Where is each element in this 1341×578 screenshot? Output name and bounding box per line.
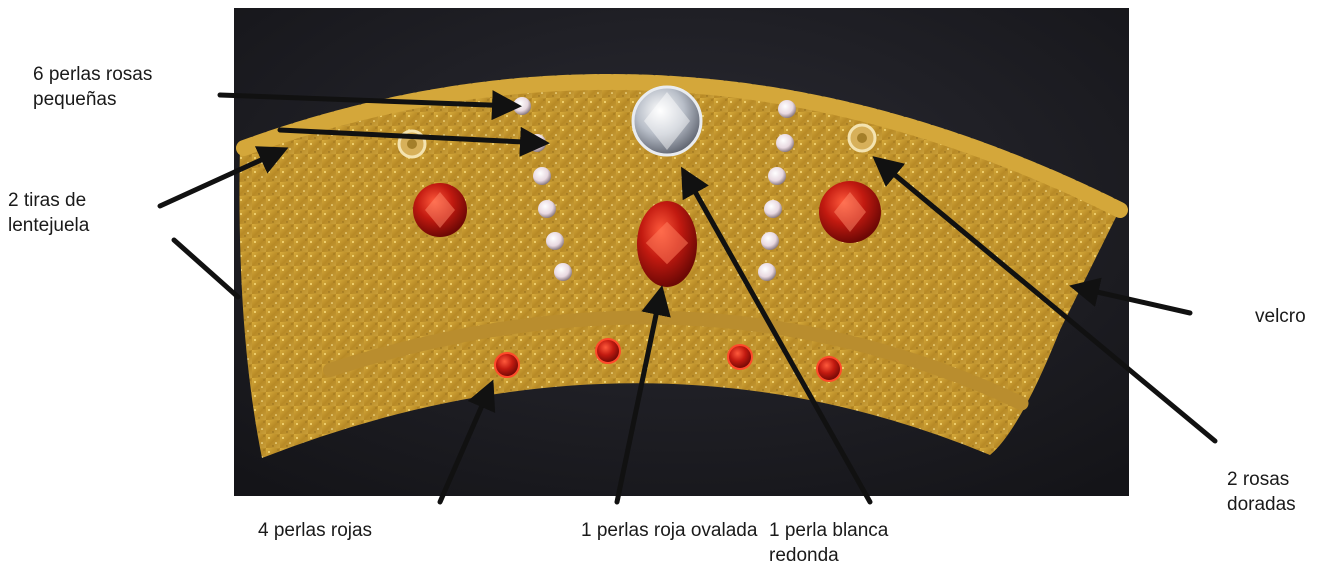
label-oval-red-pearl: 1 perlas roja ovalada [581,518,761,543]
label-velcro: velcro [1255,304,1335,329]
round-white-gem [633,87,701,155]
label-round-white-pearl: 1 perla blanca redonda [769,518,919,568]
red-round-gem-right [819,181,881,243]
label-red-pearls: 4 perlas rojas [258,518,428,543]
label-gold-roses: 2 rosas doradas [1227,467,1307,517]
gold-rose-right [849,125,875,151]
red-round-gem-left [413,183,467,237]
label-pink-pearls: 6 perlas rosas pequeñas [33,62,203,112]
label-sequin-strips: 2 tiras de lentejuela [8,188,128,238]
oval-red-gem [637,201,697,287]
gold-rose-left [399,131,425,157]
